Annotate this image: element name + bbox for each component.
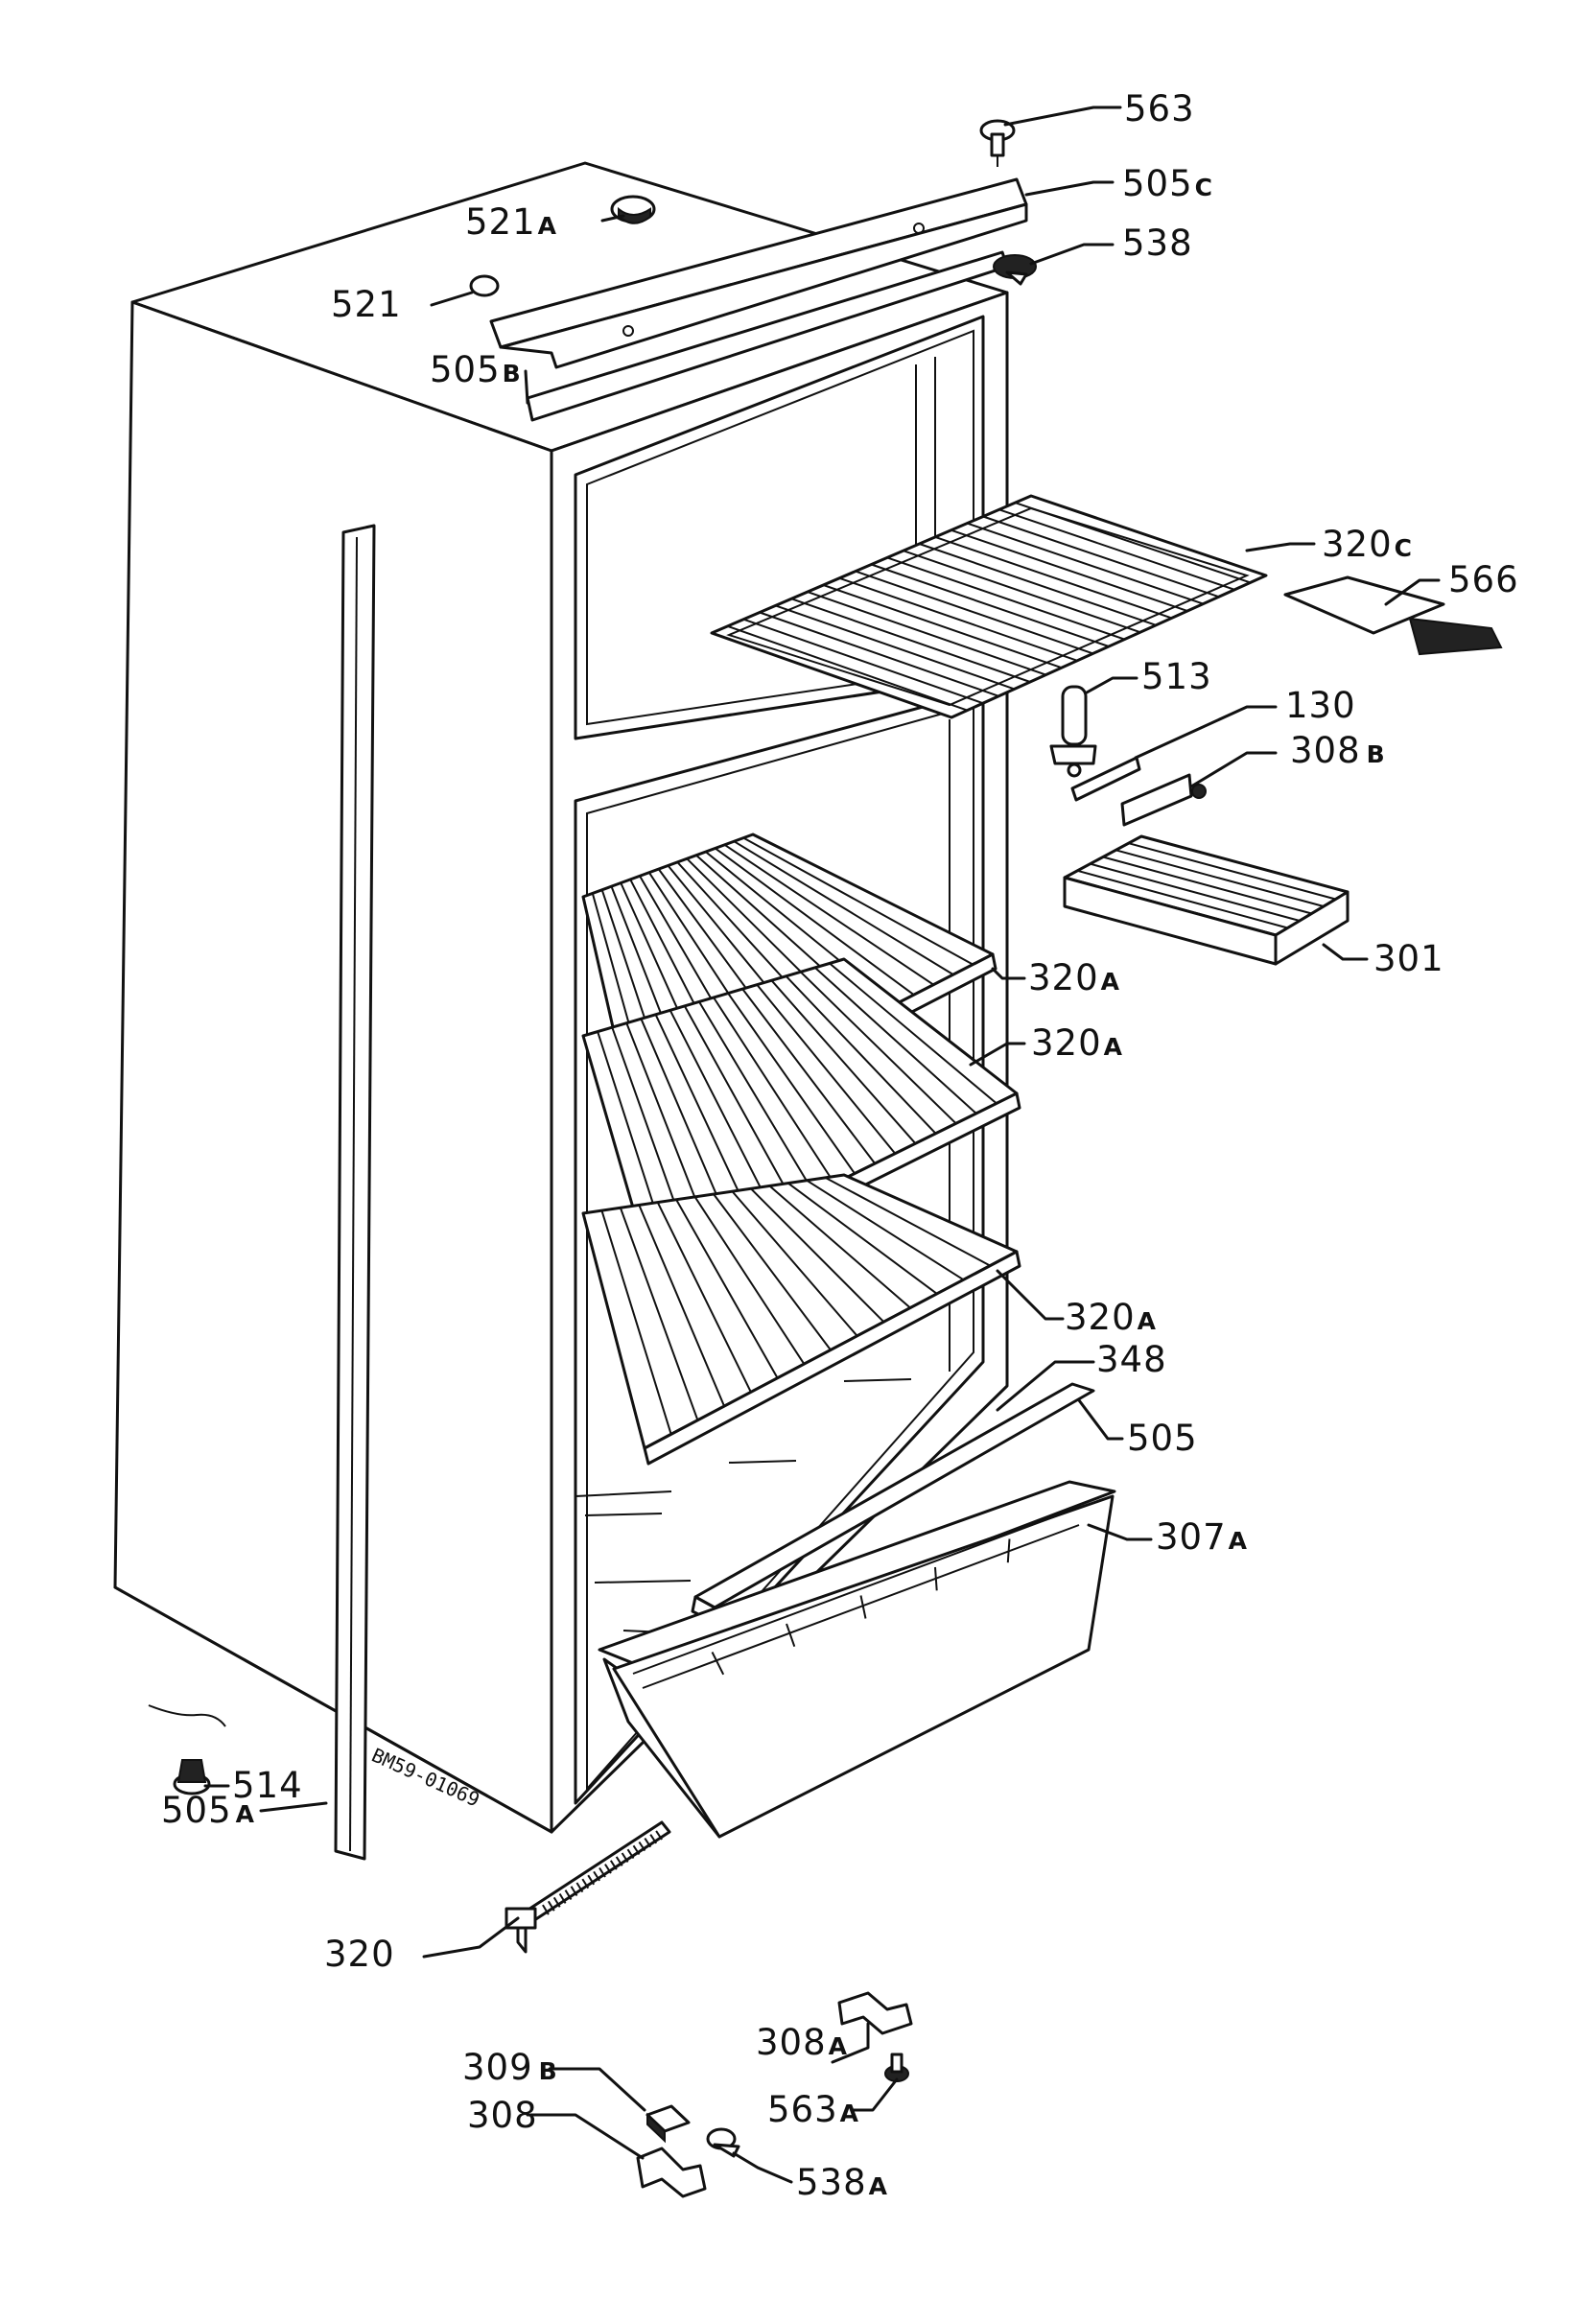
label-563a: 563A — [767, 2089, 859, 2130]
clip-308b — [1120, 773, 1207, 827]
hinge-bracket-308a — [837, 1991, 913, 2035]
label-521: 521 — [331, 284, 402, 325]
label-514: 514 — [232, 1765, 303, 1806]
label-320a-middle: 320A — [1031, 1022, 1123, 1064]
label-320: 320 — [324, 1934, 395, 1975]
fridge-shelf-bottom — [581, 1173, 1021, 1466]
label-538: 538 — [1122, 223, 1193, 264]
foot-514 — [148, 1704, 226, 1795]
light-bulb — [1049, 685, 1097, 778]
part-labels: 563 505C 521A 538 521 505B 320C 566 513 … — [161, 88, 1519, 2203]
label-308a: 308A — [756, 2022, 848, 2063]
label-320c: 320C — [1322, 524, 1413, 565]
door-gasket-strip — [334, 524, 376, 1861]
leader-lines — [203, 106, 1441, 2184]
label-320a-bottom: 320A — [1065, 1297, 1157, 1338]
crisper-drawer — [598, 1480, 1116, 1839]
hinge-pin-538 — [993, 254, 1037, 286]
top-hinge-bar — [489, 177, 1028, 369]
label-513: 513 — [1141, 656, 1212, 697]
hinge-cap-521a — [610, 195, 656, 224]
screw-563a — [884, 2053, 909, 2082]
hinge-cap-521 — [469, 274, 500, 297]
label-130: 130 — [1285, 685, 1356, 726]
cap-309b — [645, 2104, 691, 2144]
label-566: 566 — [1448, 559, 1519, 600]
bracket-130 — [1070, 756, 1141, 802]
label-348: 348 — [1096, 1339, 1167, 1380]
freezer-wire-shelf — [710, 494, 1268, 719]
label-320a-top: 320A — [1028, 957, 1120, 998]
label-505c: 505C — [1122, 163, 1213, 204]
label-307a: 307A — [1156, 1516, 1248, 1558]
pin-538a — [706, 2127, 740, 2158]
label-521a: 521A — [465, 201, 557, 243]
label-505b: 505B — [430, 349, 522, 390]
label-538a: 538A — [796, 2162, 888, 2203]
ice-scoop — [1283, 575, 1503, 656]
hinge-bracket-308 — [636, 2147, 707, 2198]
label-563: 563 — [1124, 88, 1195, 129]
hinge-rail-320 — [505, 1820, 671, 1954]
screw-563 — [979, 119, 1016, 167]
label-505: 505 — [1127, 1418, 1198, 1459]
label-308: 308 — [467, 2095, 538, 2136]
label-301: 301 — [1373, 938, 1444, 979]
ice-tray — [1063, 834, 1350, 966]
